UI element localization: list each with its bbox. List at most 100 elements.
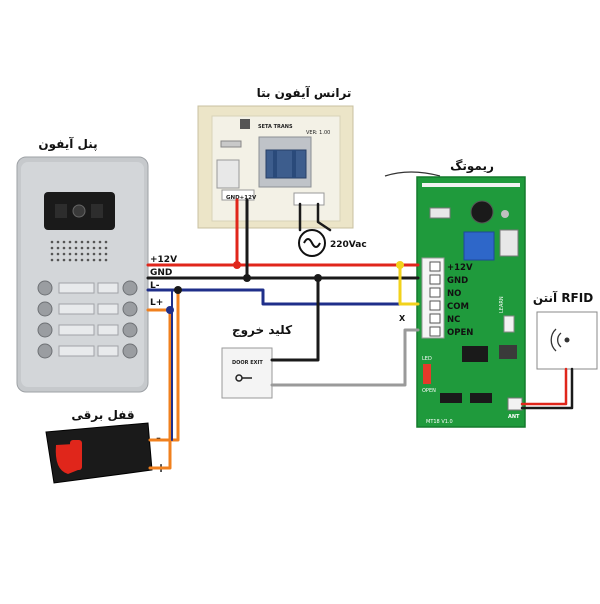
wire-label-gnd: GND [150, 268, 172, 278]
call-button-row [37, 322, 138, 338]
transformer: SETA TRANS VER: 1.00 GND+12V [197, 105, 354, 229]
antenna-wire [384, 171, 441, 177]
remote-title: ریموتگ [450, 159, 494, 174]
capacitor [501, 210, 509, 218]
regulator [499, 345, 517, 359]
call-button-row [37, 280, 138, 296]
call-button[interactable] [37, 301, 53, 317]
exit-button[interactable]: DOOR EXIT [221, 347, 273, 399]
chip [440, 393, 462, 403]
chip [470, 393, 492, 403]
panel-title: پنل آیفون [38, 136, 97, 152]
wire-exit-gray [270, 328, 420, 387]
call-button-row [37, 301, 138, 317]
call-button[interactable] [122, 301, 138, 317]
name-plate [97, 324, 119, 336]
sine-icon [303, 238, 321, 248]
terminal-label: NC [447, 315, 460, 325]
board-code: MT18 V1.0 [426, 419, 453, 425]
terminal-screws [429, 261, 441, 337]
wire-label-plus12v: +12V [150, 255, 177, 265]
wire-ac [316, 202, 332, 232]
pcb-antenna-trace [422, 183, 520, 187]
fuse [220, 140, 242, 148]
camera-led [55, 204, 67, 218]
electric-lock: - + [45, 422, 166, 484]
wire-rfid-black [520, 367, 574, 410]
junction-dot [233, 261, 241, 269]
junction-dot [166, 306, 174, 314]
speaker-grille [50, 240, 108, 262]
call-button[interactable] [37, 343, 53, 359]
transformer-brand: SETA TRANS [258, 124, 293, 130]
transformer-coil [265, 149, 307, 179]
open-switch[interactable] [423, 364, 431, 384]
call-button[interactable] [37, 280, 53, 296]
call-button[interactable] [122, 343, 138, 359]
name-plate [97, 345, 119, 357]
lock-minus: - [156, 431, 161, 445]
transformer-version: VER: 1.00 [306, 130, 330, 136]
wire-label-l-minus: L- [150, 281, 160, 291]
coil-band [273, 150, 277, 178]
led-label: LED [422, 356, 432, 362]
rfid-antenna [536, 311, 598, 370]
ant-connector [507, 397, 523, 411]
transformer-output-label: GND+12V [226, 195, 257, 201]
junction-dot [243, 274, 251, 282]
exit-button-plate[interactable] [221, 347, 273, 399]
door-panel [16, 156, 149, 393]
buzzer-icon [470, 200, 494, 224]
ac-label: 220Vac [330, 240, 367, 250]
terminal-label: COM [447, 302, 469, 312]
wire-exit-black [270, 276, 320, 362]
wire-rfid-red [520, 367, 568, 406]
chip [429, 207, 451, 219]
terminal-label: OPEN [447, 328, 473, 338]
name-plate [58, 324, 95, 336]
call-button[interactable] [122, 280, 138, 296]
wire-yellow-bridge [398, 263, 420, 306]
lock-title: قفل برقی [71, 408, 134, 422]
name-plate [58, 282, 95, 294]
exit-key-title: کلید خروج [232, 323, 292, 338]
learn-label: LEARN [499, 296, 505, 313]
transformer-logo [240, 119, 250, 129]
wire-lock-minus [148, 288, 180, 442]
rfid-wave [557, 332, 562, 348]
camera-lens-icon [72, 204, 86, 218]
exit-button-text: DOOR EXIT [232, 360, 263, 366]
relay-small [499, 229, 519, 257]
open-label: OPEN [422, 388, 436, 394]
junction-dot [174, 286, 182, 294]
name-plate [58, 345, 95, 357]
coil-band [292, 150, 296, 178]
terminal-label: NO [447, 289, 461, 299]
capacitor [216, 159, 240, 189]
junction-dot [314, 274, 322, 282]
junction-dot [396, 261, 404, 269]
call-button[interactable] [122, 322, 138, 338]
ac-source [298, 229, 326, 257]
ant-label: ANT [508, 414, 520, 420]
rfid-title: آنتن RFID [533, 290, 593, 305]
relay [463, 231, 495, 261]
junctions [166, 261, 404, 314]
lock-red-strip [70, 440, 82, 470]
input-terminal [293, 192, 325, 206]
rfid-icon [564, 337, 570, 343]
name-plate [97, 282, 119, 294]
mcu-chip [462, 346, 488, 362]
name-plate [97, 303, 119, 315]
terminal-label: +12V [447, 263, 473, 273]
camera-led [91, 204, 103, 218]
transformer-title: ترانس آیفون بتا [257, 85, 352, 101]
wire-l-minus [146, 288, 420, 306]
wire-label-l-plus: L+ [150, 298, 163, 308]
name-plate [58, 303, 95, 315]
call-button[interactable] [37, 322, 53, 338]
learn-button[interactable] [503, 315, 515, 333]
rfid-wave [550, 328, 557, 352]
